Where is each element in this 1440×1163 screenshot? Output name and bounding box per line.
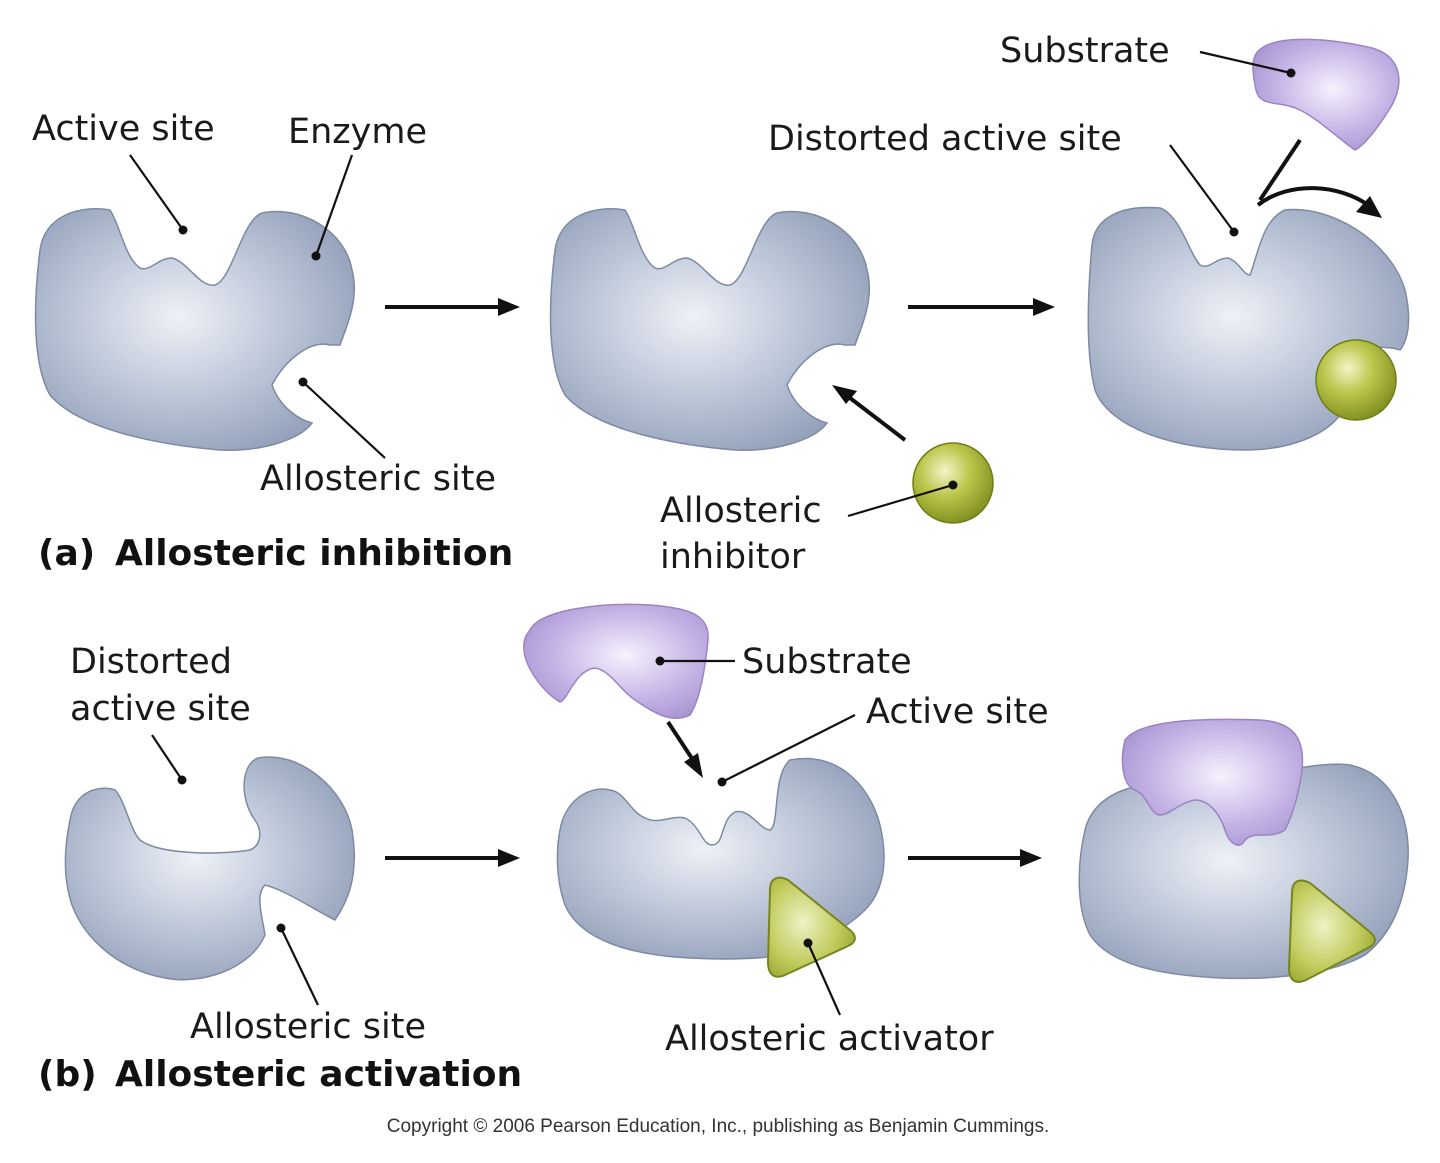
leader-dot-allosteric-site-a xyxy=(298,377,308,387)
label-substrate-b: Substrate xyxy=(742,642,912,682)
label-allosteric-inhibitor-line1: Allosteric xyxy=(660,491,822,531)
label-substrate-a: Substrate xyxy=(1000,31,1170,71)
inhibitor-approach-arrowhead xyxy=(832,385,857,404)
leader-dot-distorted-active-site-a xyxy=(1229,227,1239,237)
copyright-text: Copyright © 2006 Pearson Education, Inc.… xyxy=(387,1116,1049,1137)
bound-activator xyxy=(1288,879,1376,983)
bound-substrate xyxy=(1121,718,1304,846)
panel-a-letter: (a) xyxy=(38,533,95,574)
leader-allosteric-site-b xyxy=(280,927,319,1006)
leader-dot-allosteric-inhibitor xyxy=(948,480,958,490)
leader-dot-distorted-active-site-b xyxy=(177,775,187,785)
enzyme-a2 xyxy=(549,208,871,451)
label-allosteric-inhibitor-line2: inhibitor xyxy=(660,537,806,577)
label-active-site-a: Active site xyxy=(32,109,215,149)
leader-active-site-a xyxy=(129,154,184,231)
leader-allosteric-activator xyxy=(806,942,842,1016)
allosteric-activator-bound xyxy=(767,876,856,978)
leader-allosteric-site-a xyxy=(302,381,386,459)
substrate-bounce-arrow xyxy=(1256,186,1370,207)
leader-dot-allosteric-site-b xyxy=(276,923,286,933)
label-distorted-line1-b: Distorted xyxy=(70,642,232,682)
leader-allosteric-inhibitor xyxy=(847,483,954,518)
leader-enzyme-a xyxy=(314,154,354,257)
substrate-down-arrowhead xyxy=(684,753,703,778)
leader-dot-substrate-a xyxy=(1286,68,1296,78)
leader-dot-substrate-b xyxy=(655,656,665,666)
panel-a-title: Allosteric inhibition xyxy=(115,533,513,574)
bound-inhibitor-ball xyxy=(1315,339,1397,421)
arrowhead-b2 xyxy=(1020,849,1042,867)
label-enzyme-a: Enzyme xyxy=(288,112,427,152)
label-allosteric-activator: Allosteric activator xyxy=(665,1019,994,1059)
leader-active-site-b xyxy=(721,714,856,783)
panel-b-title: Allosteric activation xyxy=(115,1054,522,1095)
panel-b-letter: (b) xyxy=(38,1054,97,1095)
substrate-down-arrow xyxy=(666,720,695,762)
arrowhead-b1 xyxy=(498,849,520,867)
leader-substrate-a xyxy=(1199,50,1292,75)
label-distorted-line2-b: active site xyxy=(70,689,251,729)
leader-dot-allosteric-activator xyxy=(803,938,813,948)
label-allosteric-site-b: Allosteric site xyxy=(190,1007,426,1047)
substrate-bounce-arrowhead xyxy=(1356,196,1382,218)
leader-dot-active-site-a xyxy=(178,225,188,235)
substrate-a xyxy=(1252,38,1400,151)
enzyme-b1 xyxy=(64,756,356,981)
label-distorted-active-site-a: Distorted active site xyxy=(768,119,1122,159)
enzyme-a1 xyxy=(34,208,356,451)
arrowhead-a2 xyxy=(1033,298,1055,316)
substrate-rejection-line xyxy=(1258,138,1302,202)
arrowhead-a1 xyxy=(498,298,520,316)
substrate-b xyxy=(523,603,709,720)
label-active-site-b: Active site xyxy=(866,692,1049,732)
leader-dot-enzyme-a xyxy=(311,251,321,261)
leader-distorted-active-site-b xyxy=(151,734,183,781)
inhibitor-approach-arrow xyxy=(848,396,907,442)
label-allosteric-site-a: Allosteric site xyxy=(260,459,496,499)
leader-distorted-active-site-a xyxy=(1169,144,1235,233)
leader-dot-active-site-b xyxy=(717,777,727,787)
